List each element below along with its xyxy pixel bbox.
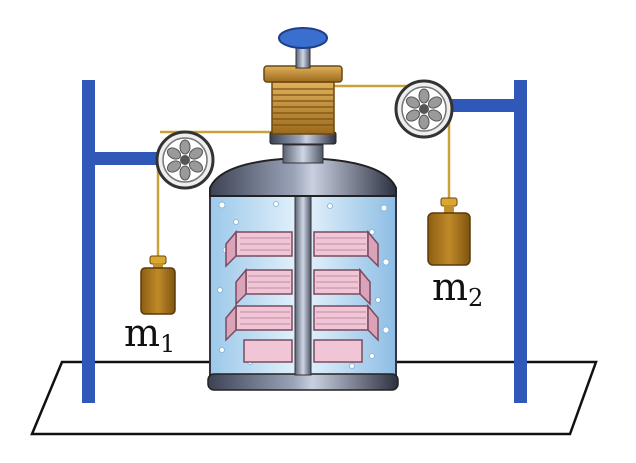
paddle-ridges — [240, 237, 366, 325]
right-pulley — [394, 79, 454, 139]
winding-spool — [263, 43, 343, 145]
container-lid — [209, 144, 397, 197]
mass-label-m1-sub: 1 — [160, 330, 176, 358]
mass-label-m1: m1 — [124, 314, 175, 356]
mass-label-m2-sub: 2 — [468, 284, 484, 312]
left-stand — [82, 80, 159, 403]
weight-m2 — [427, 197, 471, 266]
water-bubbles — [217, 201, 390, 373]
weight-m1 — [140, 255, 176, 315]
spool-windings — [272, 88, 334, 126]
base-platform — [30, 360, 598, 436]
top-knob — [278, 27, 328, 49]
right-stand — [448, 80, 527, 403]
mass-label-m2-main: m — [432, 265, 469, 309]
mass-label-m2: m2 — [432, 268, 483, 310]
mass-label-m1-main: m — [124, 311, 161, 355]
left-pulley — [155, 130, 215, 190]
